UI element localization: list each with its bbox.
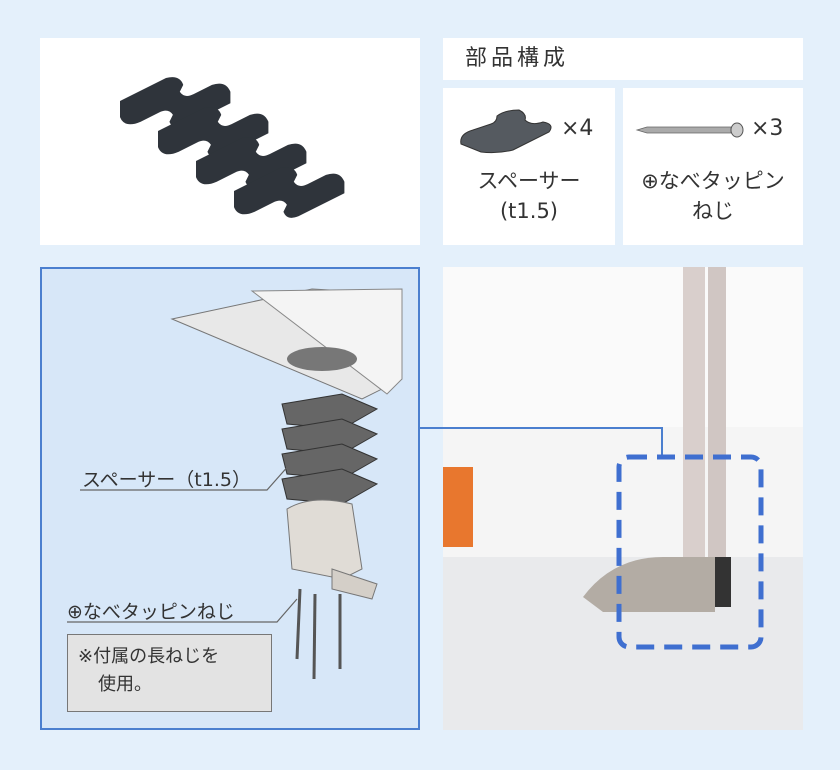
screw-part-cell: ×3 ⊕なべタッピンねじ bbox=[623, 88, 803, 245]
screw-label-2: ねじ bbox=[692, 199, 734, 223]
note-line-1: ※付属の長ねじを bbox=[78, 646, 220, 667]
spacer-callout: スペーサー（t1.5） bbox=[82, 469, 251, 491]
screw-quantity: ×3 bbox=[751, 116, 784, 141]
parts-heading: 部品構成 bbox=[443, 38, 803, 80]
note-line-2: 使用。 bbox=[98, 674, 152, 695]
highlight-dashed-box bbox=[616, 454, 764, 650]
screw-label: ⊕なべタッピン bbox=[641, 169, 785, 193]
screw-callout: ⊕なべタッピンねじ bbox=[67, 601, 235, 623]
spacers-image-panel bbox=[40, 38, 420, 245]
installation-illustration bbox=[67, 288, 403, 680]
spacer-icon bbox=[460, 109, 552, 154]
screw-icon bbox=[635, 122, 744, 138]
spacer-thickness: (t1.5) bbox=[499, 199, 559, 223]
spacer-part-cell: ×4 スペーサー (t1.5) bbox=[443, 88, 615, 245]
spacer-quantity: ×4 bbox=[561, 116, 594, 141]
connector-line bbox=[420, 427, 663, 455]
spacer-label: スペーサー bbox=[477, 169, 581, 193]
note-box: ※付属の長ねじを 使用。 bbox=[67, 634, 272, 712]
installation-diagram-panel: スペーサー（t1.5） ⊕なべタッピンねじ ※付属の長ねじを 使用。 bbox=[40, 267, 420, 730]
